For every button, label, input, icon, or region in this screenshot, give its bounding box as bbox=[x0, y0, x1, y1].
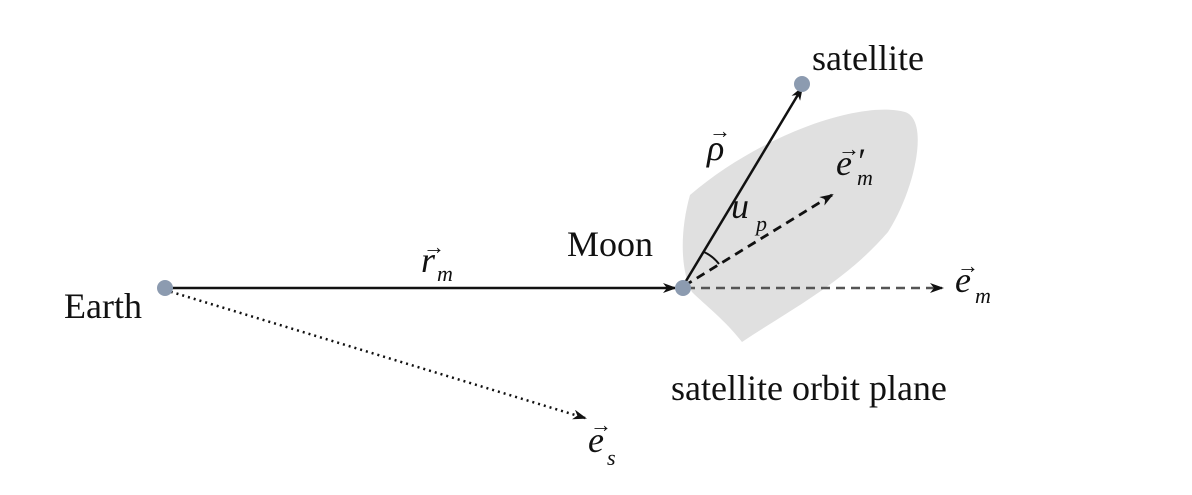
e-m-prime-prime: ′ bbox=[856, 141, 865, 181]
e-s-label: → e s bbox=[588, 412, 616, 470]
e-m-prime-label: → e ′ m bbox=[836, 136, 873, 190]
r-m-label: → r m bbox=[421, 234, 453, 286]
e-m-symbol: e bbox=[955, 260, 971, 300]
earth-label: Earth bbox=[64, 286, 142, 326]
e-m-label: → e m bbox=[955, 253, 991, 308]
rho-label: → ρ bbox=[706, 118, 731, 168]
e-m-prime-accent: → bbox=[838, 136, 860, 161]
moon-point bbox=[675, 280, 691, 296]
orbit-plane-label: satellite orbit plane bbox=[671, 368, 947, 408]
e-s-arrow bbox=[164, 288, 587, 420]
rho-symbol: ρ bbox=[706, 128, 724, 168]
e-s-subscript: s bbox=[607, 445, 616, 470]
r-m-subscript: m bbox=[437, 261, 453, 286]
e-m-prime-subscript: m bbox=[857, 165, 873, 190]
u-p-symbol: u bbox=[731, 186, 749, 226]
rho-arrow bbox=[681, 86, 804, 287]
orbit-plane-shape bbox=[682, 109, 918, 342]
moon-label: Moon bbox=[567, 224, 653, 264]
e-m-prime-symbol: e bbox=[836, 143, 852, 183]
e-m-accent: → bbox=[957, 253, 979, 278]
e-s-symbol: e bbox=[588, 420, 604, 460]
satellite-label: satellite bbox=[812, 38, 924, 78]
angle-arc-u-p bbox=[703, 251, 720, 265]
u-p-subscript: p bbox=[754, 211, 767, 236]
e-s-accent: → bbox=[590, 412, 612, 437]
satellite-point bbox=[794, 76, 810, 92]
rho-accent: → bbox=[709, 118, 731, 143]
u-p-label: u p bbox=[731, 186, 767, 236]
r-m-symbol: r bbox=[421, 240, 436, 280]
earth-point bbox=[157, 280, 173, 296]
r-m-accent: → bbox=[423, 234, 445, 259]
e-m-subscript: m bbox=[975, 283, 991, 308]
